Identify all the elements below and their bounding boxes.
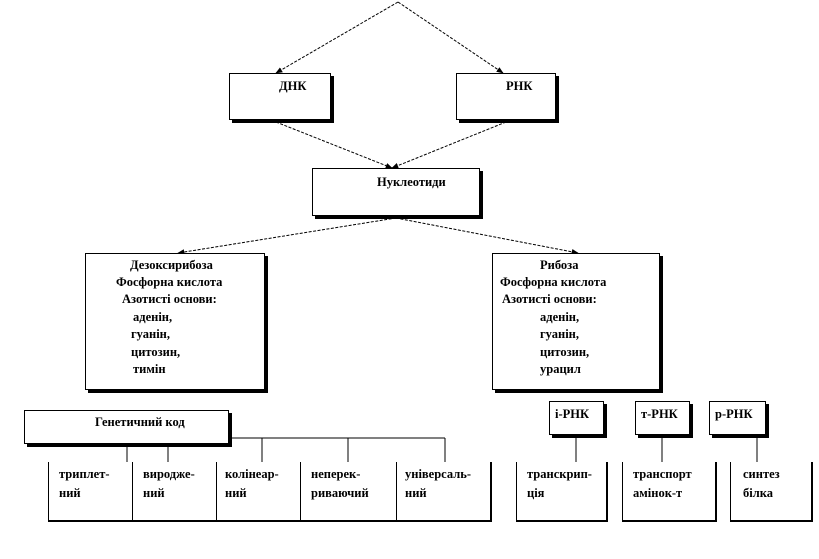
genetic-code-box: Генетичний код xyxy=(24,410,229,444)
arrow-rna-to-nucleotides xyxy=(391,121,507,169)
property-triplet-line1: триплет- xyxy=(59,467,110,481)
property-triplet-line2: ний xyxy=(59,486,81,500)
arrow-nucleotides-to-dna-components xyxy=(177,217,397,255)
dna-box: ДНК xyxy=(229,73,331,120)
genetic-code-label: Генетичний код xyxy=(95,415,185,429)
rrna-function-line2: білка xyxy=(743,486,773,500)
property-universal-line1: універсаль- xyxy=(405,467,472,481)
nucleotides-label: Нуклеотиди xyxy=(377,175,446,189)
rrna-function-cell: синтез білка xyxy=(730,462,813,522)
property-cell-triplet: триплет- ний xyxy=(48,462,133,522)
irna-function-cell: транскрип- ція xyxy=(516,462,608,522)
rrna-function-line1: синтез xyxy=(743,467,780,481)
arrow-top-to-rna xyxy=(397,1,504,74)
property-non-overlapping-line1: неперек- xyxy=(311,467,361,481)
rna-nitrogenous-bases: Азотисті основи: xyxy=(502,292,597,306)
trna-box: т-РНК xyxy=(635,401,690,435)
irna-function-line1: транскрип- xyxy=(527,467,592,481)
rna-components-box: Рибоза Фосфорна кислота Азотисті основи:… xyxy=(492,253,660,390)
arrow-nucleotides-to-rna-components xyxy=(395,217,579,255)
property-cell-degenerate: виродже- ний xyxy=(132,462,217,522)
rna-base-uracil: урацил xyxy=(540,362,581,376)
rna-base-guanine: гуанін, xyxy=(540,327,580,341)
dna-base-thymine: тимін xyxy=(133,362,166,376)
dna-phosphoric-acid: Фосфорна кислота xyxy=(116,275,223,289)
property-cell-colinear: колінеар- ний xyxy=(216,462,301,522)
irna-box: і-РНК xyxy=(549,401,604,435)
dna-label: ДНК xyxy=(279,79,307,93)
property-colinear-line2: ний xyxy=(225,486,247,500)
rna-phosphoric-acid: Фосфорна кислота xyxy=(500,275,607,289)
trna-function-line1: транспорт xyxy=(633,467,692,481)
rna-base-cytosine: цитозин, xyxy=(540,345,590,359)
property-cell-universal: універсаль- ний xyxy=(396,462,492,522)
rrna-label: р-РНК xyxy=(715,407,753,421)
trna-function-cell: транспорт амінок-т xyxy=(622,462,717,522)
rna-box: РНК xyxy=(456,73,556,120)
arrow-top-to-dna xyxy=(275,1,399,74)
trna-function-line2: амінок-т xyxy=(633,486,683,500)
rna-sugar: Рибоза xyxy=(540,258,579,272)
arrow-dna-to-nucleotides xyxy=(275,121,393,169)
nucleotides-box: Нуклеотиди xyxy=(312,168,480,216)
dna-nitrogenous-bases: Азотисті основи: xyxy=(122,292,217,306)
dna-base-guanine: гуанін, xyxy=(131,327,171,341)
dna-sugar: Дезоксирибоза xyxy=(130,258,213,272)
property-universal-line2: ний xyxy=(405,486,427,500)
rna-base-adenine: аденін, xyxy=(540,310,580,324)
property-degenerate-line1: виродже- xyxy=(143,467,195,481)
irna-label: і-РНК xyxy=(555,407,590,421)
property-colinear-line1: колінеар- xyxy=(225,467,279,481)
irna-function-line2: ція xyxy=(527,486,545,500)
dna-base-adenine: аденін, xyxy=(133,310,173,324)
property-degenerate-line2: ний xyxy=(143,486,165,500)
property-non-overlapping-line2: риваючий xyxy=(311,486,369,500)
rrna-box: р-РНК xyxy=(709,401,766,435)
dna-base-cytosine: цитозин, xyxy=(131,345,181,359)
trna-label: т-РНК xyxy=(641,407,678,421)
dna-components-box: Дезоксирибоза Фосфорна кислота Азотисті … xyxy=(85,253,265,390)
property-cell-non-overlapping: неперек- риваючий xyxy=(300,462,397,522)
rna-label: РНК xyxy=(506,79,533,93)
